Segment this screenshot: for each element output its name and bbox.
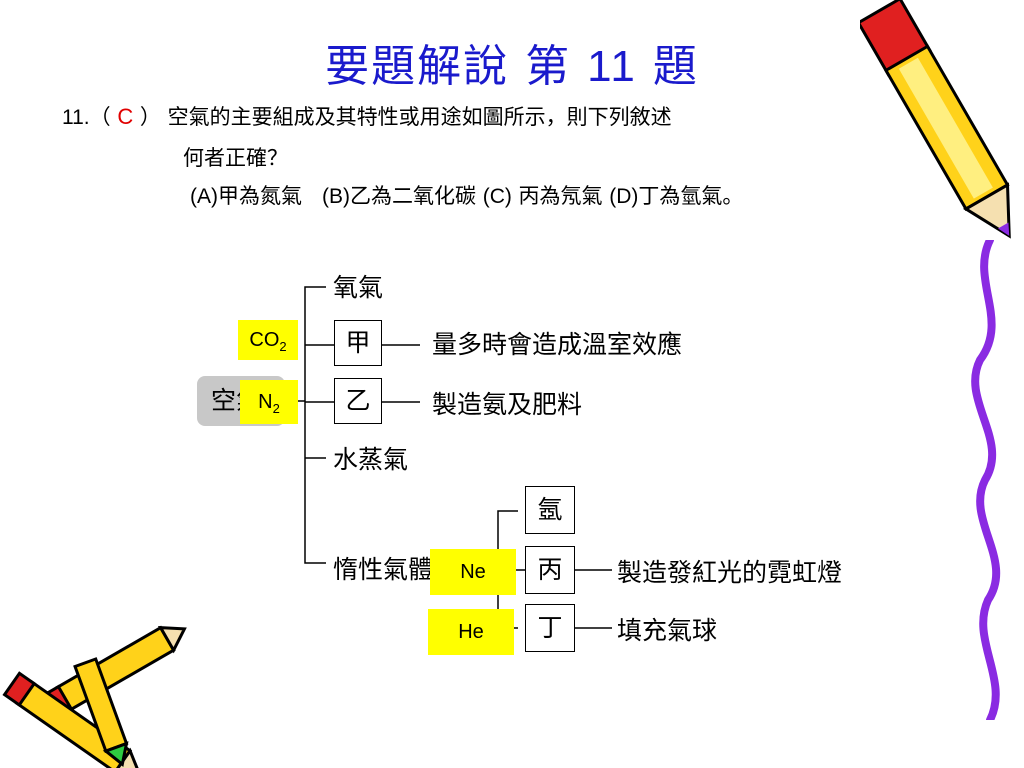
jia-label: 甲	[345, 328, 371, 357]
question-text-1: 空氣的主要組成及其特性或用途如圖所示，則下列敘述	[167, 105, 672, 129]
question-line-1: 11.（ C ） 空氣的主要組成及其特性或用途如圖所示，則下列敘述	[62, 102, 672, 133]
pencil-clipart-icon	[860, 0, 1011, 239]
question-number: 11.（	[62, 106, 111, 129]
question-close-paren: ）	[139, 105, 161, 129]
question-options: (A)甲為氮氣 (B)乙為二氧化碳 (C) 丙為氖氣 (D)丁為氫氣。	[190, 181, 743, 212]
co2-subscript: 2	[279, 339, 287, 354]
water-vapor-label: 水蒸氣	[333, 445, 409, 474]
option-c-letter: (C)	[482, 185, 512, 208]
option-a-text: 甲為氮氣	[218, 184, 302, 208]
bing-use-label: 製造發紅光的霓虹燈	[617, 558, 843, 587]
question-line-2: 何者正確？	[183, 143, 288, 173]
title-number: 11	[587, 42, 637, 91]
title-suffix: 題	[652, 41, 699, 92]
co2-formula: CO	[249, 329, 280, 351]
yi-box: 乙	[334, 378, 382, 424]
he-formula-box: He	[428, 609, 514, 655]
purple-squiggle-icon	[971, 240, 1001, 720]
option-b-text: 乙為二氧化碳	[350, 184, 477, 208]
yi-label: 乙	[345, 386, 371, 415]
option-a-letter: (A)	[190, 185, 218, 208]
jia-use-label: 量多時會造成溫室效應	[432, 330, 683, 359]
option-b-letter: (B)	[322, 185, 351, 208]
ding-label: 丁	[537, 613, 563, 642]
he-formula: He	[458, 621, 484, 643]
bing-label: 丙	[537, 555, 563, 584]
argon-label: 氬	[537, 495, 563, 524]
argon-box: 氬	[525, 486, 575, 534]
n2-formula-box: N2	[240, 380, 298, 424]
n2-formula: N	[258, 391, 273, 413]
question-answer: C	[117, 104, 134, 129]
oxygen-label: 氧氣	[333, 273, 384, 302]
co2-formula-box: CO2	[238, 320, 298, 360]
yi-use-label: 製造氨及肥料	[432, 390, 583, 419]
main-trunk-line	[304, 286, 326, 564]
option-c-text: 丙為氖氣	[511, 184, 603, 208]
bing-box: 丙	[525, 546, 575, 594]
ne-formula-box: Ne	[430, 549, 516, 595]
title-text: 要題解說 第	[325, 41, 572, 92]
slide-title: 要題解說 第 11 題	[0, 30, 1024, 94]
option-d-letter: (D)	[609, 185, 639, 208]
ne-formula: Ne	[460, 561, 486, 583]
jia-box: 甲	[334, 320, 382, 366]
question-text-2: 何者正確？	[183, 146, 288, 170]
ding-box: 丁	[525, 604, 575, 652]
ding-use-label: 填充氣球	[617, 616, 718, 645]
inert-gas-label: 惰性氣體	[333, 555, 434, 584]
n2-subscript: 2	[272, 401, 280, 416]
option-d-text: 丁為氫氣。	[638, 184, 744, 208]
crayons-clipart-icon	[2, 625, 187, 768]
